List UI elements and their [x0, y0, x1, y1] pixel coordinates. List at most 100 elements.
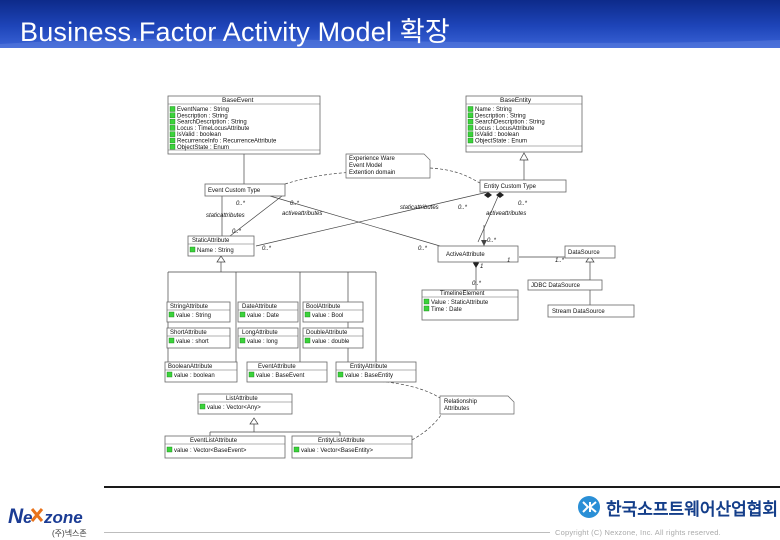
svg-text:value : Vector<Any>: value : Vector<Any> — [207, 405, 261, 411]
svg-text:DataSource: DataSource — [568, 250, 600, 256]
class-bool-attribute: BoolAttribute value : Bool — [302, 301, 364, 323]
svg-text:N: N — [8, 505, 24, 528]
attribute-icon — [169, 137, 176, 144]
attribute-icon — [169, 118, 176, 125]
label-mult: 0..* — [262, 246, 272, 252]
class-string-attribute: StringAttribute value : String — [166, 301, 231, 323]
svg-text:value : Bool: value : Bool — [312, 313, 343, 319]
class-short-attribute: ShortAttribute value : short — [166, 327, 231, 349]
label-active-attributes-right: activeattributes — [486, 211, 526, 217]
label-mult: 1 — [507, 258, 510, 264]
attribute-icon — [467, 118, 474, 125]
svg-text:TimelineElement: TimelineElement — [440, 291, 485, 297]
label-mult: 1 — [480, 264, 483, 270]
svg-text:BoolAttribute: BoolAttribute — [306, 304, 341, 310]
svg-text:Experience Ware: Experience Ware — [349, 156, 395, 162]
label-mult: 0..* — [458, 205, 468, 211]
attribute-icon — [467, 125, 474, 131]
label-mult: 0..* — [472, 281, 482, 287]
label-mult: 0..* — [232, 229, 242, 235]
svg-text:ActiveAttribute: ActiveAttribute — [446, 252, 485, 258]
association-labels: staticattributes activeattributes static… — [206, 201, 565, 287]
class-timeline-element: TimelineElement Value : StaticAttribute … — [421, 289, 519, 321]
attribute-text: ObjectState : Enum — [475, 139, 527, 145]
kossa-logo: 한국소프트웨어산업협회 — [576, 494, 778, 520]
nexzone-logo: N e zone — [8, 505, 83, 528]
svg-text:value : long: value : long — [247, 339, 278, 345]
attribute-icon — [467, 106, 474, 112]
svg-text:value : short: value : short — [176, 339, 209, 345]
kossa-emblem-icon — [578, 496, 600, 518]
attribute-text: IsValid : boolean — [177, 132, 221, 138]
attribute-icon — [169, 144, 176, 150]
label-static-attributes-left: staticattributes — [206, 213, 245, 219]
attribute-icon — [467, 131, 474, 137]
class-long-attribute: LongAttribute value : long — [237, 327, 299, 349]
label-mult: 0..* — [487, 238, 497, 244]
attribute-text: SearchDescription : String — [177, 120, 247, 126]
attribute-text: SearchDescription : String — [475, 120, 545, 126]
attribute-text: IsValid : boolean — [475, 132, 519, 138]
attribute-icon — [467, 112, 474, 119]
company-name-korean: (주)넥스존 — [52, 529, 87, 538]
svg-text:ListAttribute: ListAttribute — [226, 396, 258, 402]
svg-text:LongAttribute: LongAttribute — [242, 330, 278, 336]
svg-text:StaticAttribute: StaticAttribute — [192, 238, 230, 244]
svg-text:Entity Custom Type: Entity Custom Type — [484, 184, 537, 190]
svg-text:value : Date: value : Date — [247, 313, 280, 319]
uml-class-diagram: BaseEvent EventName : StringDescription … — [164, 95, 635, 459]
svg-text:BooleanAttribute: BooleanAttribute — [168, 364, 213, 370]
class-event-custom-type: Event Custom Type — [204, 183, 286, 197]
svg-text:EntityAttribute: EntityAttribute — [350, 364, 388, 370]
class-active-attribute: ActiveAttribute — [437, 245, 519, 263]
svg-text:EntityListAttribute: EntityListAttribute — [318, 438, 365, 444]
slide-title: Business.Factor Activity Model 확장 — [20, 17, 450, 47]
svg-text:ShortAttribute: ShortAttribute — [170, 330, 207, 336]
class-name: BaseEntity — [500, 97, 532, 104]
kossa-name: 한국소프트웨어산업협회 — [606, 499, 779, 519]
label-mult: 1..* — [555, 258, 565, 264]
class-entity-list-attribute: EntityListAttribute value : Vector<BaseE… — [291, 435, 413, 459]
svg-text:value : Vector<BaseEntity>: value : Vector<BaseEntity> — [301, 448, 374, 454]
svg-text:Name : String: Name : String — [197, 248, 234, 254]
class-entity-custom-type: Entity Custom Type — [479, 179, 567, 193]
svg-text:value : BaseEntity: value : BaseEntity — [345, 373, 393, 379]
svg-text:e: e — [23, 508, 32, 527]
label-static-attributes-right: staticattributes — [400, 205, 439, 211]
label-mult: 0..* — [418, 246, 428, 252]
attribute-text: ObjectState : Enum — [177, 145, 229, 151]
svg-text:zone: zone — [43, 508, 83, 527]
svg-text:value : String: value : String — [176, 313, 211, 319]
attribute-text: Name : String — [475, 107, 512, 113]
attribute-icon — [467, 137, 474, 144]
svg-text:EventListAttribute: EventListAttribute — [190, 438, 238, 444]
svg-text:Event Model: Event Model — [349, 163, 382, 169]
svg-text:value : Vector<BaseEvent>: value : Vector<BaseEvent> — [174, 448, 247, 454]
attribute-text: Locus : LocusAttribute — [475, 126, 535, 132]
svg-text:Relationship: Relationship — [444, 399, 478, 405]
svg-text:value : boolean: value : boolean — [174, 373, 215, 379]
class-boolean-attribute: BooleanAttribute value : boolean — [164, 361, 238, 383]
slide-header: Business.Factor Activity Model 확장 — [0, 0, 780, 48]
class-static-attribute: StaticAttribute Name : String — [187, 235, 255, 257]
attribute-text: RecurrenceInfo : RecurrenceAttribute — [177, 139, 277, 145]
class-list-attribute: ListAttribute value : Vector<Any> — [197, 393, 293, 415]
svg-text:value : double: value : double — [312, 339, 350, 345]
class-date-attribute: DateAttribute value : Date — [237, 301, 299, 323]
svg-text:Value : StaticAttribute: Value : StaticAttribute — [431, 300, 489, 306]
class-entity-attribute: EntityAttribute value : BaseEntity — [335, 361, 417, 383]
label-mult: 0..* — [518, 201, 528, 207]
copyright-text: Copyright (C) Nexzone, Inc. All rights r… — [555, 528, 721, 537]
attribute-text: Description : String — [475, 113, 526, 119]
class-event-list-attribute: EventListAttribute value : Vector<BaseEv… — [164, 435, 286, 459]
class-data-source: DataSource — [564, 245, 616, 259]
attribute-text: EventName : String — [177, 107, 229, 113]
attribute-text: Description : String — [177, 113, 228, 119]
class-double-attribute: DoubleAttribute value : double — [302, 327, 364, 349]
class-stream-data-source: Stream DataSource — [547, 304, 635, 318]
svg-text:Stream DataSource: Stream DataSource — [552, 309, 605, 315]
class-event-attribute: EventAttribute value : BaseEvent — [246, 361, 328, 383]
svg-text:Event Custom Type: Event Custom Type — [208, 188, 261, 194]
svg-text:StringAttribute: StringAttribute — [170, 304, 209, 310]
